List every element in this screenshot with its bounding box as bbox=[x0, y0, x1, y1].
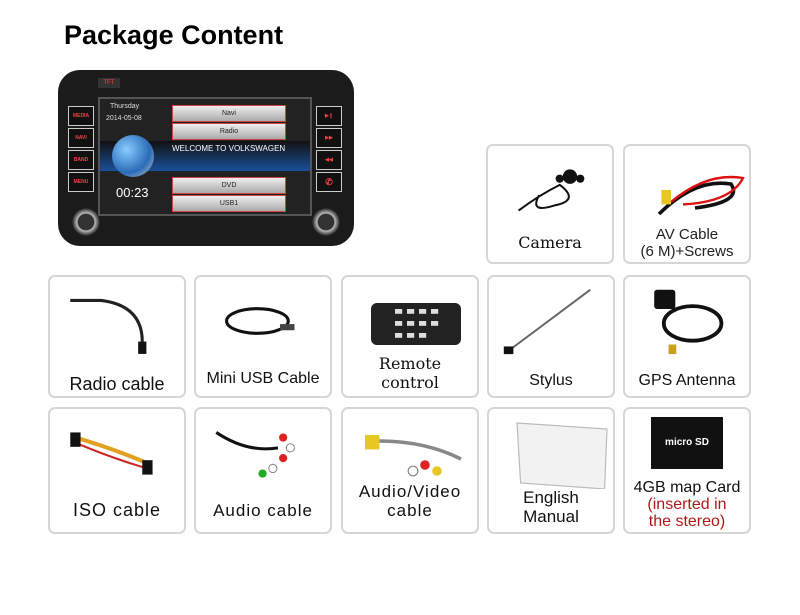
media-button: MEDIA bbox=[68, 106, 94, 126]
item-note-2: the stereo) bbox=[648, 513, 726, 530]
item-label: GPS Antenna bbox=[638, 372, 736, 389]
welcome-text: WELCOME TO VOLKSWAGEN bbox=[172, 144, 286, 153]
item-iso-cable: ISO cable bbox=[48, 407, 186, 534]
globe-icon bbox=[112, 135, 154, 177]
next-icon: ▶▶ bbox=[316, 128, 342, 148]
av-cable-icon bbox=[657, 175, 745, 216]
remote-control-icon bbox=[371, 303, 461, 345]
item-camera: Camera bbox=[486, 144, 614, 264]
item-label: English bbox=[523, 488, 579, 507]
menu-button: MENU bbox=[68, 172, 94, 192]
date-text: 2014-05-08 bbox=[106, 115, 142, 122]
item-gps-antenna: GPS Antenna bbox=[623, 275, 751, 398]
av-harness-icon bbox=[365, 435, 462, 477]
camera-icon bbox=[517, 169, 585, 212]
manual-icon bbox=[516, 422, 608, 489]
item-label: Stylus bbox=[529, 372, 573, 389]
band-button: BAND bbox=[68, 150, 94, 170]
play-icon: ▶❙ bbox=[316, 106, 342, 126]
item-label: Remote bbox=[378, 354, 442, 373]
phone-icon: ✆ bbox=[316, 172, 342, 192]
tune-knob bbox=[312, 208, 340, 236]
item-label-2: (6 M)+Screws bbox=[640, 243, 734, 260]
item-radio-cable: Radio cable bbox=[48, 275, 186, 398]
clock-text: 00:23 bbox=[116, 185, 149, 200]
radio-cable-icon bbox=[70, 298, 147, 354]
volume-knob bbox=[72, 208, 100, 236]
gps-antenna-icon bbox=[654, 289, 724, 355]
item-label: Audio cable bbox=[213, 501, 313, 520]
item-av-cable: AV Cable(6 M)+Screws bbox=[623, 144, 751, 264]
item-stylus: Stylus bbox=[487, 275, 615, 398]
iso-cable-icon bbox=[70, 432, 153, 475]
micro-sd-card-icon: micro SD bbox=[651, 417, 723, 469]
item-label: Camera bbox=[518, 233, 582, 252]
audio-cable-icon bbox=[215, 431, 295, 478]
item-mini-usb-cable: Mini USB Cable bbox=[194, 275, 332, 398]
item-audio-cable: Audio cable bbox=[194, 407, 332, 534]
item-label: Radio cable bbox=[69, 374, 165, 394]
item-label-2: control bbox=[381, 373, 439, 392]
navi-button: NAVI bbox=[68, 128, 94, 148]
item-label: ISO cable bbox=[72, 500, 162, 520]
tft-button: TFT bbox=[98, 78, 120, 88]
radio-menu: Radio bbox=[172, 123, 286, 140]
navi-menu: Navi bbox=[172, 105, 286, 122]
item-label: AV Cable bbox=[655, 226, 719, 243]
usb-menu: USB1 bbox=[172, 195, 286, 212]
item-note: (inserted in bbox=[647, 496, 727, 513]
item-label: Audio/Video bbox=[358, 482, 462, 501]
stereo-screen: Thursday 2014-05-08 Navi Radio WELCOME T… bbox=[98, 97, 312, 216]
item-label-2: Manual bbox=[523, 507, 579, 526]
item-label: Mini USB Cable bbox=[206, 370, 320, 387]
stylus-icon bbox=[503, 289, 591, 355]
car-stereo-image: TFT MEDIA NAVI BAND MENU ▶❙ ▶▶ ◀◀ ✆ Thur… bbox=[58, 70, 354, 246]
usb-cable-icon bbox=[225, 307, 295, 335]
page-title: Package Content bbox=[64, 20, 284, 50]
item-label-2: cable bbox=[387, 501, 433, 520]
item-label: 4GB map Card bbox=[633, 479, 741, 496]
dvd-menu: DVD bbox=[172, 177, 286, 194]
prev-icon: ◀◀ bbox=[316, 150, 342, 170]
day-text: Thursday bbox=[110, 103, 140, 110]
